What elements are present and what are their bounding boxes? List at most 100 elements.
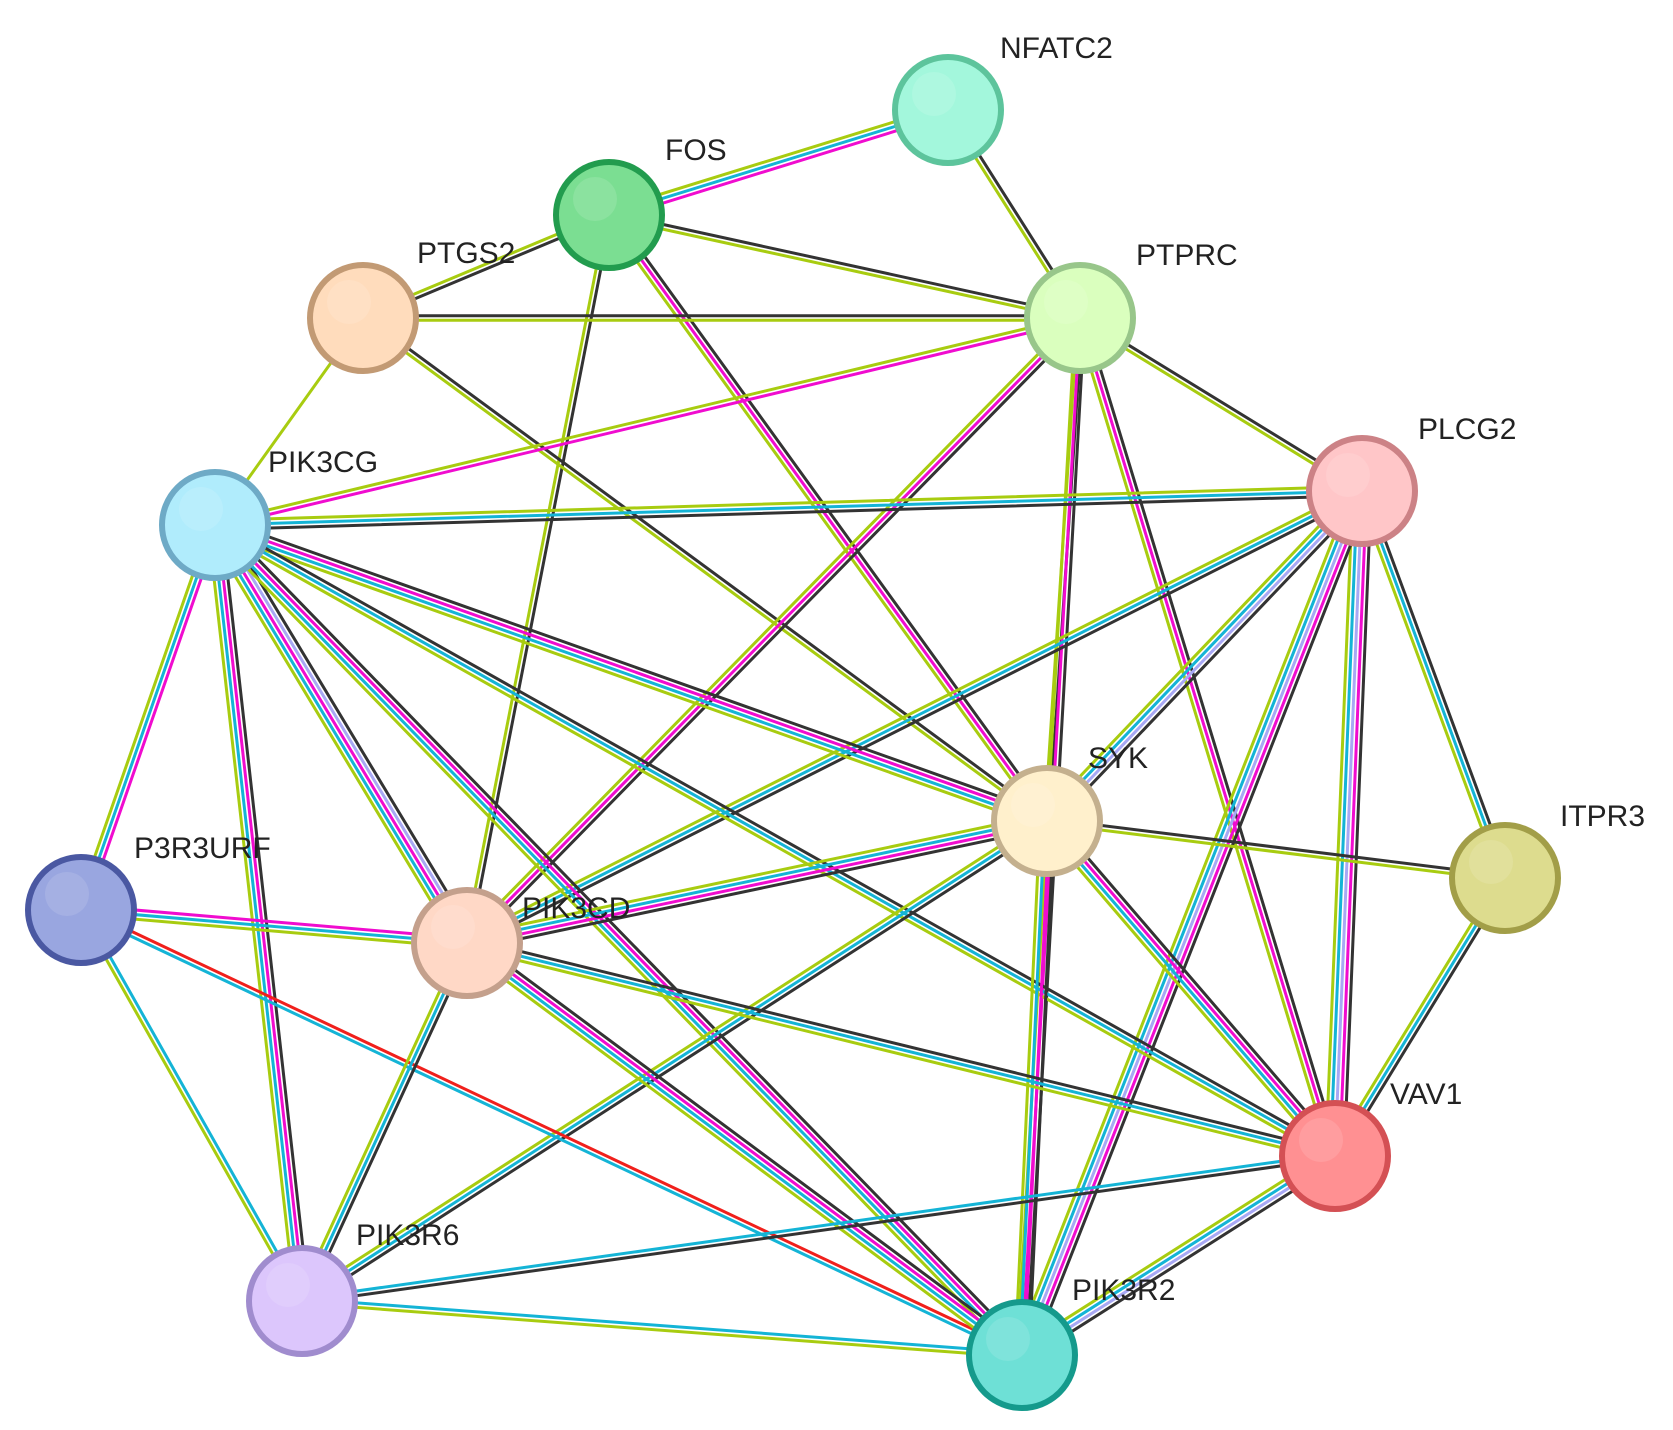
- node-highlight: [266, 1263, 310, 1307]
- edge-evidence-green: [212, 314, 1081, 525]
- edge-evidence-cyan: [79, 523, 217, 912]
- edge-evidence-black: [213, 494, 1364, 532]
- edge-evidence-cyan: [300, 1152, 1337, 1301]
- edge-evidence-green: [464, 812, 1048, 938]
- node-highlight: [1469, 840, 1513, 884]
- node-label-itpr3: ITPR3: [1560, 800, 1645, 833]
- edge-evidence-cyan: [212, 525, 1048, 825]
- edge-evidence-black: [304, 943, 473, 1305]
- edge-pik3cd-pik3r2: [461, 935, 1028, 1363]
- edge-evidence-cyan: [300, 941, 469, 1303]
- edge-evidence-black: [469, 935, 1028, 1351]
- edge-ptgs2-ptprc: [361, 314, 1082, 322]
- node-itpr3[interactable]: ITPR3: [1449, 800, 1645, 934]
- edge-evidence-lilac: [1021, 1156, 1338, 1359]
- node-pik3cd[interactable]: PIK3CD: [411, 887, 630, 999]
- node-circle-ptgs2[interactable]: [307, 262, 419, 374]
- edge-pik3cg-vav1: [211, 519, 1339, 1162]
- node-circle-pik3cd[interactable]: [411, 887, 523, 999]
- edge-evidence-lilac: [1333, 489, 1364, 1158]
- node-plcg2[interactable]: PLCG2: [1306, 413, 1516, 547]
- node-fos[interactable]: FOS: [553, 134, 727, 271]
- edge-syk-vav1: [1040, 815, 1342, 1162]
- edge-evidence-black: [467, 213, 613, 945]
- edge-evidence-black: [215, 516, 1051, 816]
- edge-plcg2-pik3r2: [1011, 486, 1373, 1360]
- node-circle-itpr3[interactable]: [1449, 822, 1561, 934]
- edge-pik3r6-pik3r2: [300, 1297, 1024, 1359]
- edge-evidence-lilac: [217, 521, 473, 943]
- edge-plcg2-vav1: [1324, 489, 1373, 1158]
- edge-evidence-green: [1011, 486, 1355, 1354]
- edge-evidence-black: [220, 522, 311, 1302]
- edge-evidence-green: [606, 104, 949, 213]
- edge-evidence-green: [1356, 491, 1503, 882]
- node-label-ptgs2: PTGS2: [417, 237, 515, 270]
- edge-evidence-cyan: [213, 523, 1337, 1158]
- edge-evidence-black: [1024, 1160, 1341, 1363]
- edge-evidence-cyan: [300, 819, 1049, 1303]
- edge-plcg2-itpr3: [1356, 487, 1511, 882]
- edge-evidence-black: [467, 493, 1366, 949]
- node-ptgs2[interactable]: PTGS2: [307, 237, 515, 374]
- edge-ptprc-vav1: [1074, 315, 1341, 1159]
- edge-evidence-magenta: [1338, 489, 1369, 1158]
- node-circle-pik3r2[interactable]: [966, 1299, 1078, 1411]
- edge-evidence-cyan: [213, 489, 1364, 527]
- edge-evidence-green: [79, 913, 469, 950]
- edge-pik3cg-pik3r6: [206, 522, 311, 1304]
- node-highlight: [1326, 453, 1370, 497]
- node-circle-pik3cg[interactable]: [159, 469, 271, 581]
- node-pik3cg[interactable]: PIK3CG: [159, 446, 378, 581]
- node-label-pik3r6: PIK3R6: [356, 1219, 459, 1252]
- node-label-nfatc2: NFATC2: [1000, 32, 1113, 65]
- edge-evidence-magenta: [1078, 316, 1337, 1158]
- node-circle-plcg2[interactable]: [1306, 435, 1418, 547]
- edge-evidence-green: [298, 815, 1047, 1299]
- node-circle-nfatc2[interactable]: [892, 54, 1004, 166]
- edge-evidence-green: [75, 521, 213, 910]
- edge-pik3cg-p3r3urf: [75, 521, 221, 914]
- node-ptprc[interactable]: PTPRC: [1024, 239, 1238, 374]
- node-pik3r2[interactable]: PIK3R2: [966, 1274, 1175, 1411]
- edge-evidence-cyan: [300, 1297, 1024, 1355]
- node-nfatc2[interactable]: NFATC2: [892, 32, 1113, 166]
- edge-evidence-magenta: [215, 523, 306, 1303]
- edge-evidence-black: [607, 211, 1082, 318]
- node-circle-vav1[interactable]: [1279, 1100, 1391, 1212]
- edge-evidence-green: [360, 318, 1048, 825]
- edge-ptprc-pik3cd: [462, 313, 1085, 948]
- edge-evidence-cyan: [464, 943, 1023, 1359]
- edge-evidence-black: [466, 937, 1338, 1154]
- edge-evidence-magenta: [214, 521, 1050, 821]
- edge-evidence-lilac: [1047, 491, 1366, 825]
- edge-evidence-magenta: [83, 525, 221, 914]
- node-p3r3urf[interactable]: P3R3URF: [25, 832, 271, 966]
- edge-nfatc2-fos: [606, 104, 951, 221]
- edge-evidence-green: [461, 947, 1020, 1363]
- node-circle-fos[interactable]: [553, 159, 665, 271]
- node-circle-ptprc[interactable]: [1024, 262, 1136, 374]
- edge-evidence-green: [603, 216, 1045, 826]
- edge-ptprc-pik3cg: [212, 314, 1083, 529]
- edge-evidence-black: [362, 314, 1050, 821]
- edge-evidence-black: [215, 519, 1339, 1154]
- edge-evidence-green: [1045, 821, 1507, 882]
- node-vav1[interactable]: VAV1: [1279, 1078, 1462, 1212]
- edge-plcg2-pik3cg: [213, 484, 1364, 532]
- node-circle-p3r3urf[interactable]: [25, 854, 137, 966]
- node-circle-pik3r6[interactable]: [246, 1245, 358, 1357]
- edge-evidence-cyan: [1019, 1152, 1336, 1355]
- edge-evidence-cyan: [211, 525, 1022, 1359]
- edge-evidence-cyan: [79, 908, 469, 945]
- edge-p3r3urf-pik3r6: [77, 907, 306, 1304]
- node-circle-syk[interactable]: [991, 765, 1103, 877]
- edge-p3r3urf-pik3r2: [78, 906, 1025, 1359]
- edge-evidence-black: [302, 823, 1051, 1307]
- node-pik3r6[interactable]: PIK3R6: [246, 1219, 459, 1357]
- edge-evidence-green: [463, 213, 609, 945]
- edge-evidence-magenta: [215, 521, 1026, 1355]
- node-syk[interactable]: SYK: [991, 742, 1148, 877]
- edge-evidence-cyan: [1016, 487, 1360, 1355]
